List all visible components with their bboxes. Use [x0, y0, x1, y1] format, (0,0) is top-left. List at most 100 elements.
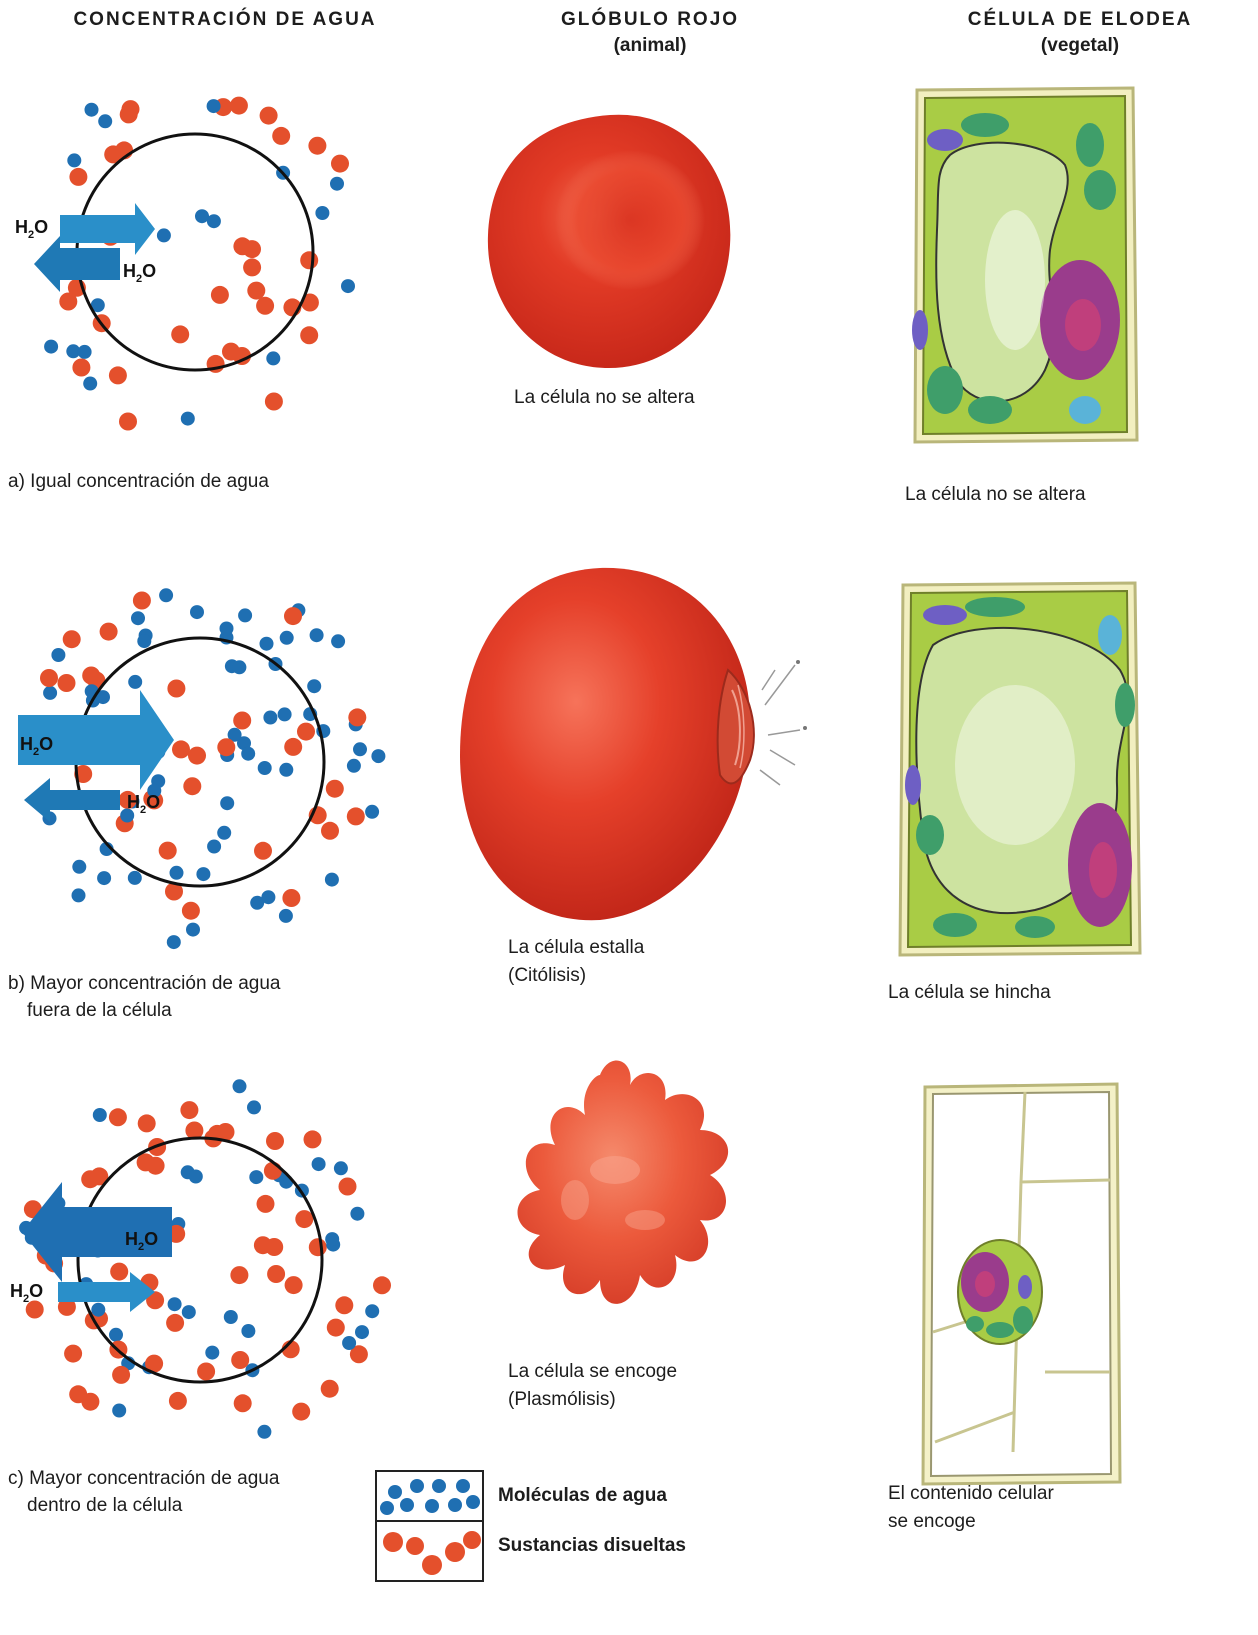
- water-molecule: [334, 1161, 348, 1175]
- water-molecule: [342, 1336, 356, 1350]
- legend-water-swatch: [375, 1470, 484, 1522]
- solute-particle: [257, 1195, 275, 1213]
- water-molecule: [279, 909, 293, 923]
- solute-particle: [138, 1114, 156, 1132]
- solute-particle: [112, 1366, 130, 1384]
- water-molecule: [224, 1310, 238, 1324]
- arrow-out-b: [24, 778, 120, 822]
- water-molecule: [186, 923, 200, 937]
- water-molecule: [220, 796, 234, 810]
- solute-particle: [159, 842, 177, 860]
- elodea-cell-swollen: [885, 575, 1155, 960]
- water-molecule: [207, 840, 221, 854]
- water-molecule: [217, 826, 231, 840]
- water-molecule: [263, 711, 277, 725]
- water-molecule: [128, 675, 142, 689]
- water-molecule: [196, 867, 210, 881]
- water-molecule: [78, 345, 92, 359]
- water-molecule: [365, 805, 379, 819]
- solute-particle: [58, 674, 76, 692]
- water-molecule: [330, 177, 344, 191]
- solute-particle: [172, 740, 190, 758]
- solute-particle: [285, 1276, 303, 1294]
- solute-particle: [292, 1403, 310, 1421]
- water-molecule: [307, 679, 321, 693]
- h2o-label-in-a: H2O: [15, 217, 48, 241]
- solute-particle: [272, 127, 290, 145]
- elodea-caption-a: La célula no se altera: [905, 481, 1086, 509]
- solute-particle: [230, 1266, 248, 1284]
- row-label-a-line1: a) Igual concentración de agua: [8, 468, 269, 496]
- solute-particle: [264, 1162, 282, 1180]
- water-molecule: [241, 1324, 255, 1338]
- solute-particle: [347, 807, 365, 825]
- water-molecule: [97, 871, 111, 885]
- elodea-caption-c-1: El contenido celular: [888, 1480, 1054, 1508]
- red-cell-caption-b-1: La célula estalla: [508, 934, 644, 962]
- solute-particle: [284, 607, 302, 625]
- water-molecule: [83, 377, 97, 391]
- solute-particle: [339, 1178, 357, 1196]
- water-molecule: [371, 749, 385, 763]
- solute-particle: [254, 842, 272, 860]
- water-molecule: [98, 114, 112, 128]
- water-molecule: [109, 1328, 123, 1342]
- solute-particle: [308, 137, 326, 155]
- water-molecule: [205, 1346, 219, 1360]
- solute-particle: [231, 1351, 249, 1369]
- water-molecule: [85, 103, 99, 117]
- solute-particle: [243, 258, 261, 276]
- solute-particle: [266, 1132, 284, 1150]
- water-molecule: [279, 763, 293, 777]
- water-molecule: [247, 1100, 261, 1114]
- water-molecule: [249, 1170, 263, 1184]
- red-cell-caption-c-1: La célula se encoge: [508, 1358, 677, 1386]
- water-molecule: [325, 1232, 339, 1246]
- water-molecule: [278, 707, 292, 721]
- solute-particle: [282, 889, 300, 907]
- solute-particle: [321, 1380, 339, 1398]
- solute-particle: [331, 155, 349, 173]
- solute-particle: [348, 708, 366, 726]
- column-title-elodea: CÉLULA DE ELODEA: [930, 8, 1230, 32]
- column-subtitle-red-cell: (animal): [510, 34, 790, 58]
- water-molecule: [44, 340, 58, 354]
- solute-particle: [217, 738, 235, 756]
- water-molecule: [261, 890, 275, 904]
- water-molecule: [353, 742, 367, 756]
- solute-particle: [81, 1170, 99, 1188]
- solute-particle: [167, 680, 185, 698]
- water-molecule: [190, 605, 204, 619]
- water-molecule: [220, 622, 234, 636]
- column-title-water: CONCENTRACIÓN DE AGUA: [30, 8, 420, 32]
- solute-particle: [110, 1263, 128, 1281]
- solute-particle: [120, 105, 138, 123]
- column-title-red-cell: GLÓBULO ROJO: [510, 8, 790, 32]
- solute-particle: [256, 297, 274, 315]
- molecules-c: [19, 1079, 391, 1439]
- water-molecule: [72, 860, 86, 874]
- solute-particle: [100, 623, 118, 641]
- solute-particle: [373, 1276, 391, 1294]
- solute-particle: [300, 251, 318, 269]
- water-molecule: [260, 637, 274, 651]
- water-molecule: [232, 660, 246, 674]
- water-molecule: [170, 866, 184, 880]
- water-molecule: [131, 611, 145, 625]
- water-molecule: [168, 1297, 182, 1311]
- osmosis-diagram-b: H2O H2O: [0, 550, 420, 970]
- water-molecule: [233, 1079, 247, 1093]
- water-molecule: [310, 628, 324, 642]
- elodea-cell-normal: [895, 80, 1155, 450]
- red-cell-caption-b-2: (Citólisis): [508, 962, 586, 990]
- row-label-b-line2: fuera de la célula: [27, 997, 172, 1025]
- solute-particle: [335, 1296, 353, 1314]
- water-molecule: [51, 648, 65, 662]
- solute-particle: [72, 359, 90, 377]
- row-label-c-line1: c) Mayor concentración de agua: [8, 1465, 279, 1493]
- water-molecule: [258, 761, 272, 775]
- water-molecule: [331, 634, 345, 648]
- water-molecule: [207, 214, 221, 228]
- water-molecule: [257, 1425, 271, 1439]
- solute-particle: [247, 282, 265, 300]
